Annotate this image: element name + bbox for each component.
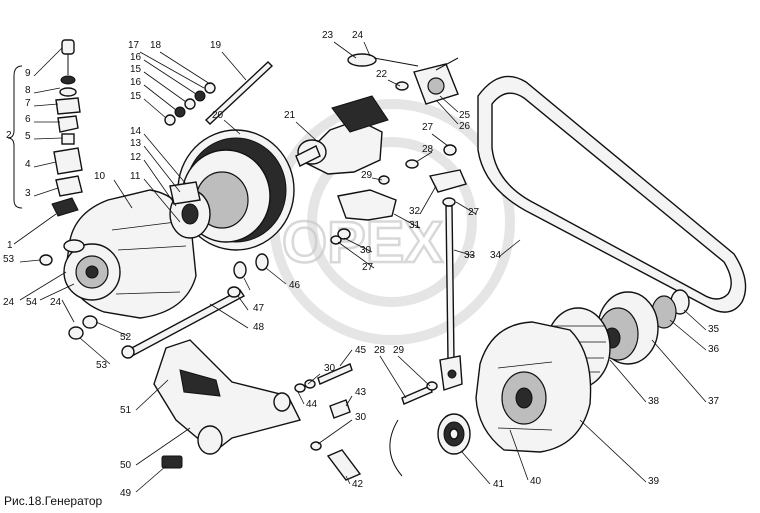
callout-label: 14 (130, 126, 142, 137)
rotor (295, 95, 389, 175)
mounting-bracket (135, 339, 302, 493)
callout-label: 49 (120, 488, 132, 499)
front-housing (63, 179, 197, 319)
callout-label: 24 (3, 297, 15, 308)
callout-label: 45 (355, 345, 367, 356)
callout-label: 48 (253, 322, 265, 333)
callout-label: 9 (25, 68, 31, 79)
callout-label: 29 (361, 170, 373, 181)
drive-belt (477, 75, 747, 313)
callout-label: 24 (50, 297, 62, 308)
callout-label: 21 (284, 110, 296, 121)
callout-label: 5 (25, 131, 31, 142)
callout-label: 30 (324, 363, 336, 374)
callout-label: 46 (289, 280, 301, 291)
callout-label: 31 (409, 220, 421, 231)
callout-label: 11 (130, 171, 141, 182)
stator-rotor-assembly (143, 119, 295, 251)
through-bolt (121, 286, 249, 359)
callout-label: 13 (130, 138, 142, 149)
callout-label: 34 (490, 250, 502, 261)
callout-label: 20 (212, 110, 224, 121)
callout-label: 16 (130, 77, 142, 88)
mounting-brackets (330, 133, 467, 269)
bolts-washers (294, 349, 438, 485)
callout-label: 51 (120, 405, 132, 416)
callout-label: 1 (7, 240, 13, 251)
washers-left (19, 254, 129, 365)
callout-label: 50 (120, 460, 132, 471)
callout-label: 15 (130, 64, 142, 75)
callout-label: 19 (210, 40, 222, 51)
rear-bearing-cover (333, 41, 459, 125)
callout-label: 22 (376, 69, 388, 80)
callout-label: 23 (322, 30, 334, 41)
callout-label: 25 (459, 110, 471, 121)
diode-bolts (139, 51, 274, 126)
callout-label: 3 (25, 188, 31, 199)
washers-46 (233, 253, 287, 291)
callout-label: 47 (253, 303, 265, 314)
callout-label: 33 (464, 250, 476, 261)
callout-label: 27 (362, 262, 374, 273)
callout-label: 38 (648, 396, 660, 407)
watermark-logo: OPEX (269, 99, 515, 345)
front-bearing (437, 413, 529, 485)
callout-label: 43 (355, 387, 367, 398)
adjusting-rod (439, 197, 477, 391)
callout-label: 36 (708, 344, 720, 355)
callout-label: 44 (306, 399, 318, 410)
callout-label: 27 (422, 122, 434, 133)
callout-label: 6 (25, 114, 31, 125)
callout-label: 32 (409, 206, 421, 217)
brush-holder-parts (7, 39, 83, 245)
callout-label: 28 (422, 144, 434, 155)
callout-label: 28 (374, 345, 386, 356)
callout-label: 12 (130, 152, 142, 163)
callout-label: 42 (352, 479, 364, 490)
callout-label: 18 (150, 40, 162, 51)
callout-label: 37 (708, 396, 720, 407)
callout-label: 2 (6, 130, 12, 141)
callout-label: 53 (96, 360, 108, 371)
callout-label: 24 (352, 30, 364, 41)
callout-label: 26 (459, 121, 471, 132)
callout-label: 8 (25, 85, 31, 96)
callout-label: 41 (493, 479, 505, 490)
callout-label: 39 (648, 476, 660, 487)
callout-label: 52 (120, 332, 132, 343)
callout-label: 17 (128, 40, 140, 51)
callout-label: 54 (26, 297, 38, 308)
callout-label: 15 (130, 91, 142, 102)
callout-label: 53 (3, 254, 15, 265)
callout-label: 35 (708, 324, 720, 335)
callout-label: 40 (530, 476, 542, 487)
callout-label: 27 (468, 207, 480, 218)
figure-caption: Рис.18.Генератор (4, 494, 103, 508)
callout-label: 30 (360, 245, 372, 256)
rear-housing (475, 321, 647, 483)
callout-label: 7 (25, 98, 31, 109)
callout-label: 29 (393, 345, 405, 356)
callout-label: 30 (355, 412, 367, 423)
callout-label: 10 (94, 171, 106, 182)
callout-label: 4 (25, 159, 31, 170)
callout-label: 16 (130, 52, 142, 63)
